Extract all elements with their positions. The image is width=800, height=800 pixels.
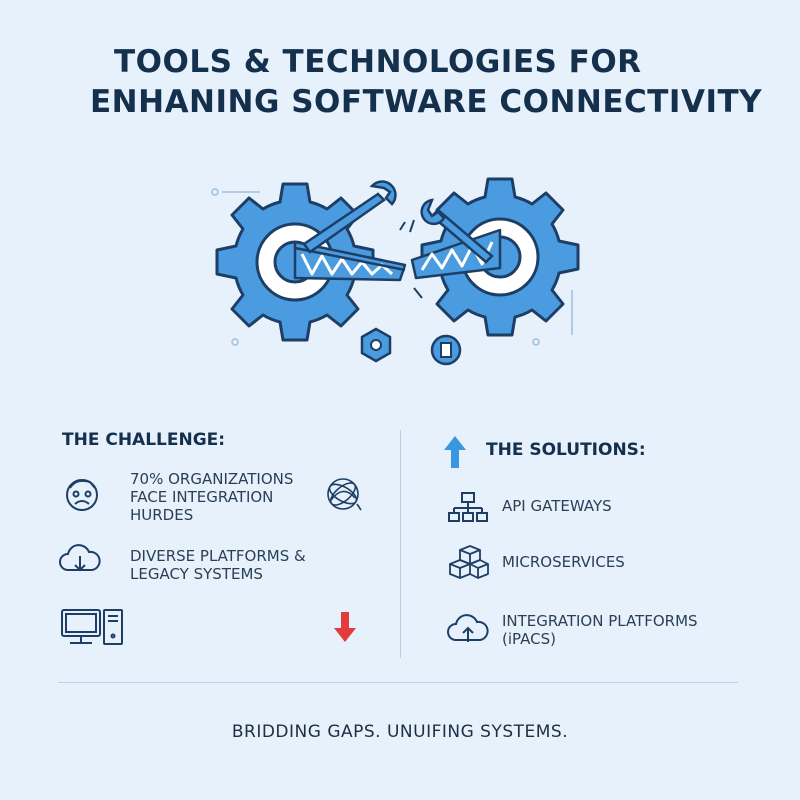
footer-tagline: BRIDDING GAPS. UNUIFING SYSTEMS.	[231, 722, 569, 742]
broken-gears-illustration	[211, 177, 580, 366]
wrench-icon-right	[420, 198, 494, 264]
cloud-upload-icon	[447, 614, 489, 642]
cubes-icon	[449, 545, 489, 579]
solutions-heading: THE SOLUTIONS:	[486, 440, 646, 460]
challenge-item-1-text: 70% ORGANIZATIONS FACE INTEGRATION HURDE…	[130, 470, 294, 524]
page-title-line2: ENHANING SOFTWARE CONNECTIVITY	[90, 84, 763, 120]
column-divider	[400, 430, 401, 658]
break-sparks	[399, 219, 423, 299]
solution-item-1-text: API GATEWAYS	[502, 497, 612, 515]
challenge-heading: THE CHALLENGE:	[62, 430, 226, 450]
footer-divider	[58, 682, 738, 683]
wrench-icon-left	[302, 180, 397, 254]
down-arrow-icon	[334, 612, 356, 642]
solution-item-2-text: MICROSERVICES	[502, 553, 625, 571]
tangled-ball-icon	[327, 478, 362, 511]
page-title-line1: TOOLS & TECHNOLOGIES FOR	[114, 44, 642, 80]
solution-item-3-text: INTEGRATION PLATFORMS (iPACS)	[502, 612, 698, 648]
network-hierarchy-icon	[448, 492, 488, 522]
cloud-download-icon	[59, 544, 101, 572]
up-arrow-icon	[444, 436, 466, 468]
sad-face-icon	[66, 479, 98, 511]
hex-nut-icon-left	[360, 327, 392, 363]
challenge-item-2-text: DIVERSE PLATFORMS & LEGACY SYSTEMS	[130, 547, 306, 583]
left-bridge	[293, 240, 407, 282]
hex-nut-icon-right	[430, 334, 462, 366]
desktop-computer-icon	[61, 609, 123, 645]
